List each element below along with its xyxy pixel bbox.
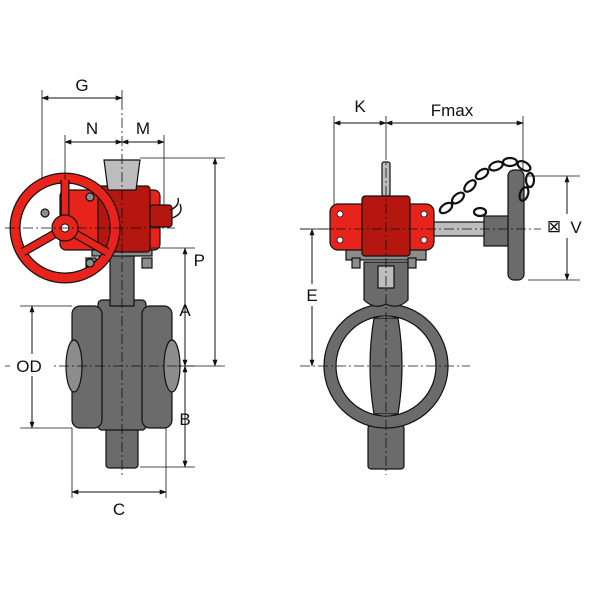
square-symbol-icon: ⊠ [547,217,561,236]
right-shaft-collar [483,215,511,247]
right-housing-screw-4 [420,236,428,244]
label-od-backdrop [10,354,52,376]
left-wheel-nut-3 [85,192,95,202]
left-wheel-nut-1 [40,208,50,218]
left-valve-view: G N M P A B OD C [5,76,225,519]
left-tamper-switch [149,204,173,228]
left-tamper-wires [169,197,182,219]
label-n: N [86,119,98,138]
label-p: P [194,251,205,270]
right-bolt-2 [407,257,417,269]
label-m: M [136,119,150,138]
label-c: C [113,500,125,519]
label-a: A [179,301,191,320]
right-housing-screw-1 [336,210,344,218]
left-bolt-2 [141,257,153,269]
label-e-backdrop [300,284,324,306]
right-housing-screw-3 [336,236,344,244]
label-fmax: Fmax [431,101,474,120]
right-housing-screw-2 [420,210,428,218]
label-v: V [570,218,582,237]
right-chain [438,156,536,218]
label-v-backdrop [541,214,591,238]
right-bolt-1 [351,257,361,269]
right-valve-view: K Fmax ⊠ V E [300,97,591,475]
label-e: E [306,286,317,305]
left-wheel-nut-2 [85,258,95,268]
label-od: OD [16,357,42,376]
label-b: B [179,410,190,429]
right-handwheel-edge [507,169,525,281]
label-k: K [354,97,366,116]
label-g: G [75,76,88,95]
